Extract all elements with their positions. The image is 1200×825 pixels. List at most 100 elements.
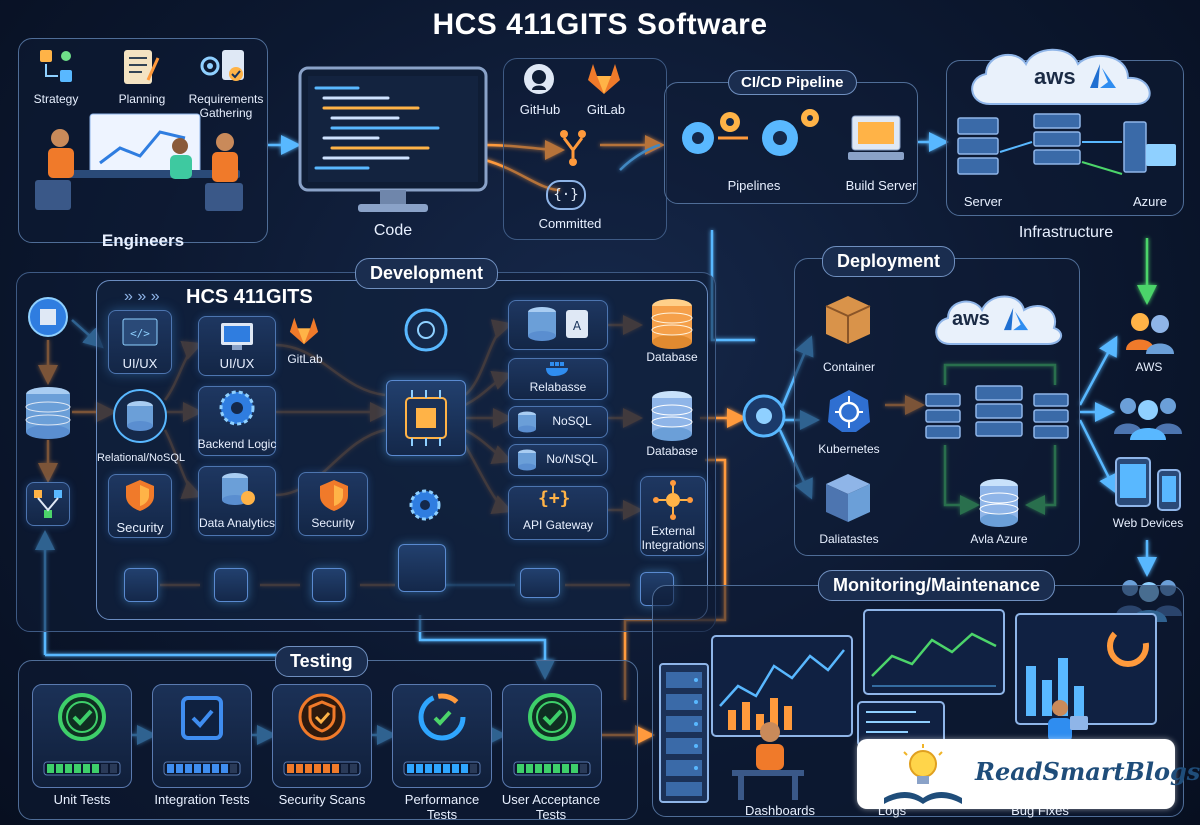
github-label: GitHub xyxy=(519,102,561,117)
progress-frame xyxy=(403,761,481,776)
web-devices-icon xyxy=(1115,457,1181,511)
progress-segment xyxy=(176,764,183,773)
aws-users-icon xyxy=(1126,313,1174,354)
mini-chip-3 xyxy=(312,568,346,602)
engineers-step-strategy: Strategy xyxy=(33,92,79,106)
no-nsql-label: No/NSQL xyxy=(546,452,598,466)
output-db1-icon xyxy=(651,299,693,349)
engineers-step-planning: Planning xyxy=(118,92,166,106)
development-arrow-marks: » » » xyxy=(124,288,160,305)
code-label: Code xyxy=(373,222,413,239)
container-label: Container xyxy=(822,360,876,374)
progress-segment xyxy=(230,764,237,773)
workflow-icon xyxy=(34,490,62,518)
progress-frame xyxy=(513,761,591,776)
cicd-title: CI/CD Pipeline xyxy=(728,70,857,95)
progress-segment xyxy=(443,764,450,773)
infrastructure-label: Infrastructure xyxy=(1018,224,1114,241)
progress-bar-3 xyxy=(403,761,481,776)
deploy-hub-icon xyxy=(742,394,786,438)
mini-chip-1 xyxy=(124,568,158,602)
backend-logic-label: Backend Logic xyxy=(197,437,277,451)
progress-segment xyxy=(517,764,524,773)
aws-client-label: AWS xyxy=(1135,360,1163,374)
code-monitor-icon xyxy=(298,66,488,212)
progress-segment xyxy=(305,764,312,773)
performance-tests-label: Performance Tests xyxy=(404,792,480,822)
acceptance-check-icon xyxy=(528,693,576,741)
infra-azure-label: Azure xyxy=(1133,194,1167,209)
progress-segment xyxy=(74,764,81,773)
progress-segment xyxy=(407,764,414,773)
progress-segment xyxy=(296,764,303,773)
requirements-gear-icon xyxy=(200,50,244,81)
core-ring-icon xyxy=(404,308,448,352)
progress-segment xyxy=(434,764,441,773)
progress-segment xyxy=(416,764,423,773)
strategy-icon xyxy=(40,50,72,82)
nosql-label: NoSQL xyxy=(552,414,592,428)
stack-db-icon: A xyxy=(528,307,588,341)
database-services-tile[interactable] xyxy=(508,300,608,350)
progress-segment xyxy=(425,764,432,773)
chip-icon xyxy=(405,390,447,446)
progress-frame xyxy=(163,761,241,776)
progress-segment xyxy=(83,764,90,773)
external-integrations-label: External Integrations xyxy=(641,524,705,552)
database-icon xyxy=(25,387,71,439)
monitor-icon xyxy=(221,323,253,350)
progress-segment xyxy=(167,764,174,773)
branch-icon xyxy=(560,130,586,166)
azure-logo-icon xyxy=(1090,64,1116,88)
progress-segment xyxy=(526,764,533,773)
committed-label: Committed xyxy=(538,216,602,231)
progress-segment xyxy=(562,764,569,773)
user-acceptance-tests-label: User Acceptance Tests xyxy=(501,792,601,822)
progress-segment xyxy=(535,764,542,773)
deploy-servers-icon xyxy=(925,385,1069,439)
docker-whale-icon xyxy=(546,362,568,376)
deploy-cloud-icon xyxy=(935,295,1063,345)
dev-gitlab-label: GitLab xyxy=(287,352,323,366)
performance-gauge-icon xyxy=(418,693,466,741)
datastore-cube-icon xyxy=(826,474,870,522)
github-icon xyxy=(524,64,554,94)
unit-tests-label: Unit Tests xyxy=(53,792,111,807)
output-database-2-label: Database xyxy=(646,444,698,458)
analytics-db-icon xyxy=(222,473,255,505)
progress-segment xyxy=(110,764,117,773)
gitlab-icon xyxy=(588,64,620,94)
progress-segment xyxy=(341,764,348,773)
deploy-azure-logo-icon xyxy=(1003,307,1029,331)
web-devices-label: Web Devices xyxy=(1112,516,1184,530)
progress-segment xyxy=(194,764,201,773)
progress-segment xyxy=(212,764,219,773)
dev-left-security-label: Security xyxy=(116,520,164,535)
operator-desk-icon xyxy=(732,722,804,800)
relabasse-label: Relabasse xyxy=(529,380,587,394)
progress-segment xyxy=(332,764,339,773)
progress-bar-0 xyxy=(43,761,121,776)
backend-gear-icon xyxy=(219,390,255,426)
kubernetes-label: Kubernetes xyxy=(818,442,880,456)
planning-icon xyxy=(124,50,160,84)
progress-frame xyxy=(283,761,361,776)
development-title: Development xyxy=(355,258,499,289)
dev-gitlab-icon xyxy=(289,317,319,345)
code-icon: </> xyxy=(122,318,158,346)
pipelines-label: Pipelines xyxy=(727,178,781,193)
mini-chip-2 xyxy=(214,568,248,602)
no-nsql-db-icon xyxy=(518,449,536,471)
testing-title: Testing xyxy=(275,646,368,677)
progress-segment xyxy=(553,764,560,773)
pipeline-gears-icon xyxy=(682,109,819,156)
progress-segment xyxy=(571,764,578,773)
kubernetes-icon xyxy=(828,390,870,432)
progress-segment xyxy=(461,764,468,773)
progress-segment xyxy=(65,764,72,773)
api-gateway-tile[interactable] xyxy=(508,486,608,540)
nosql-db-icon xyxy=(518,411,536,433)
progress-segment xyxy=(452,764,459,773)
infra-aws-logo: aws xyxy=(1034,64,1076,89)
